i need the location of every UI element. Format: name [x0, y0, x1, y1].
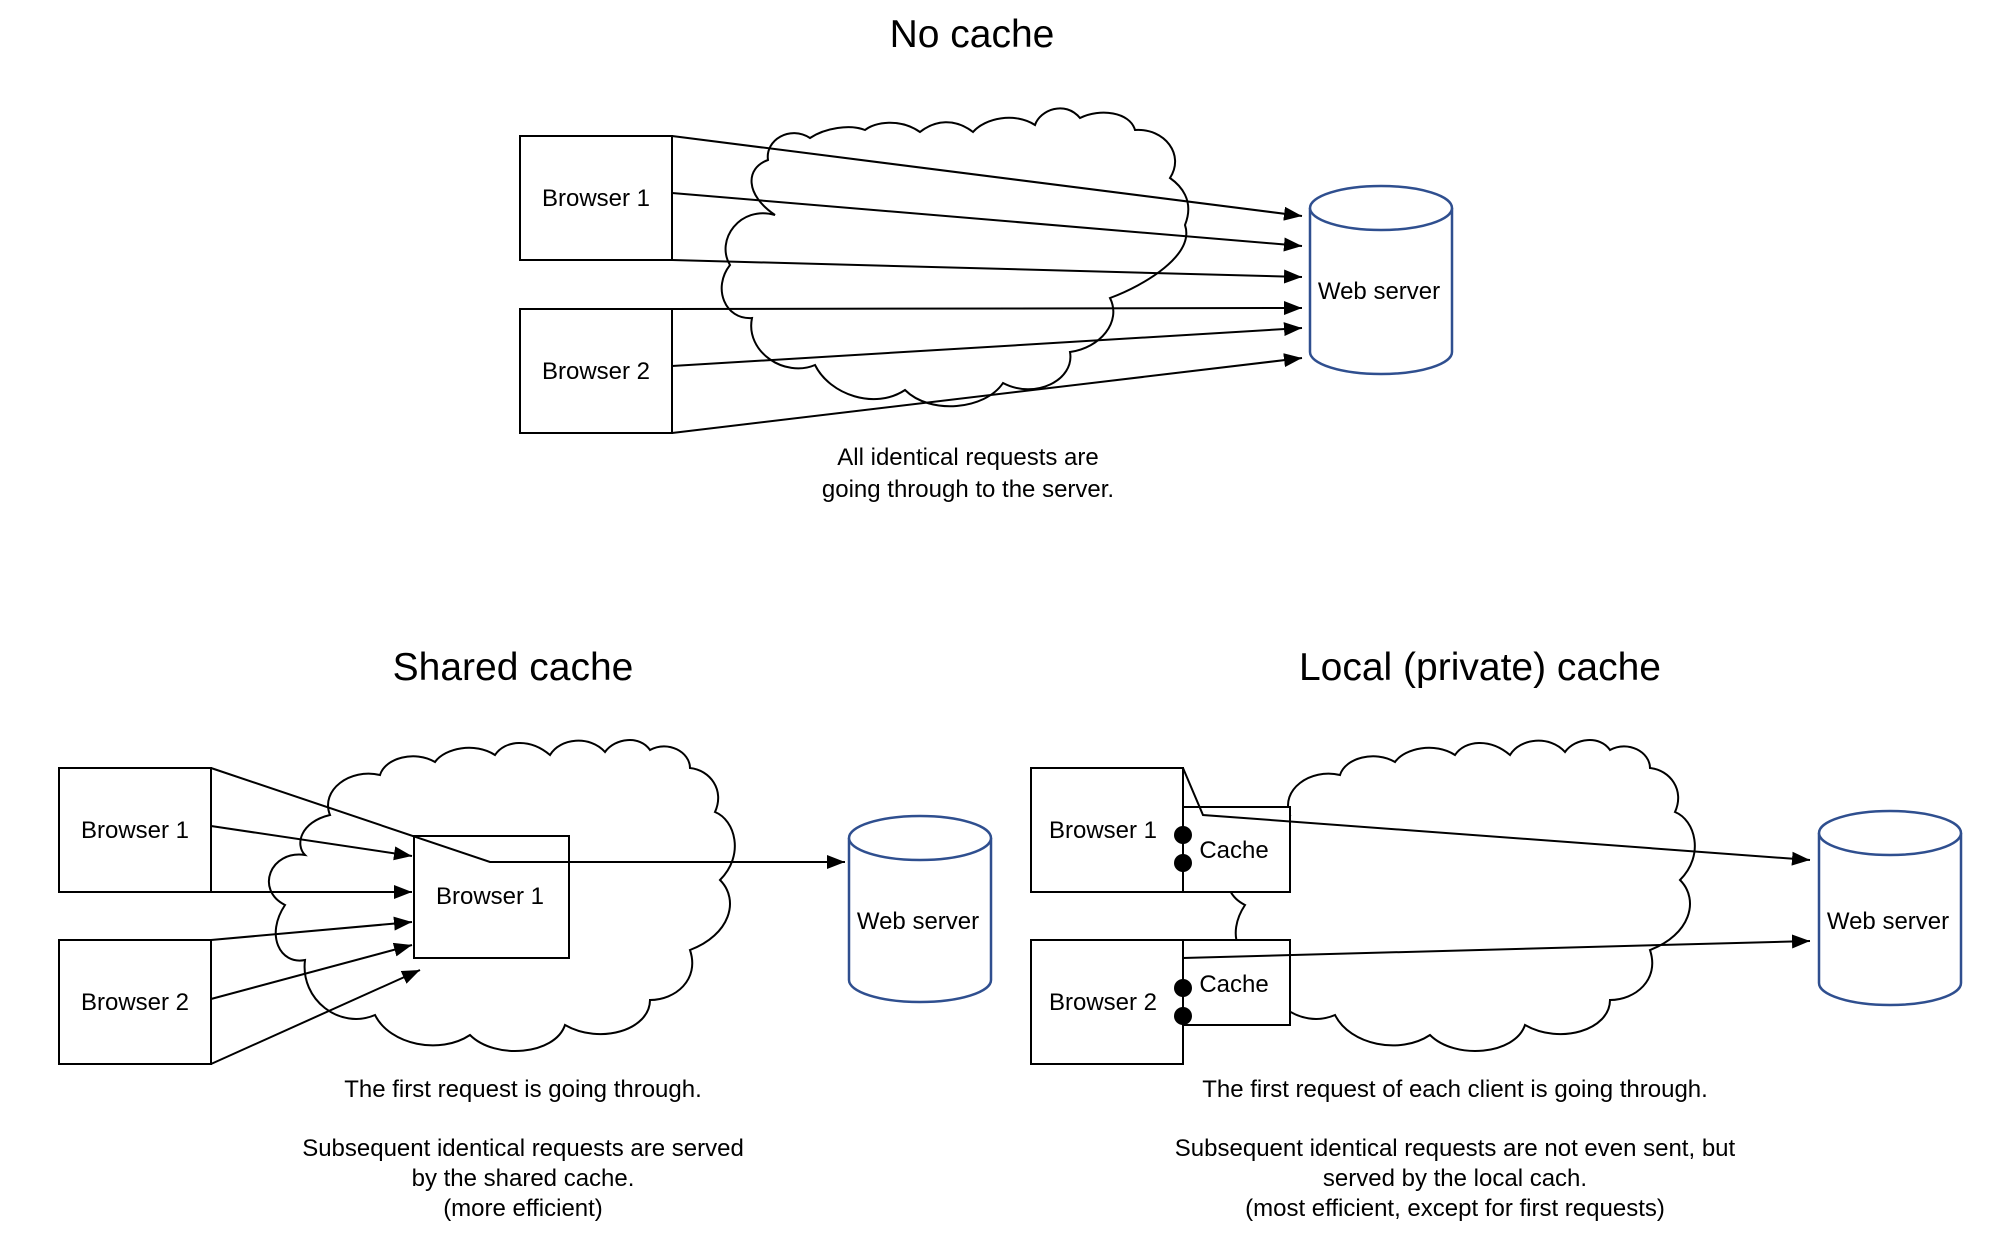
- request-arrow: [210, 969, 421, 1065]
- connector-dot: [1174, 979, 1192, 997]
- browser-1-box: [519, 135, 673, 261]
- panel-shared-cache: Shared cache Browser 1 Browser 2 Browser…: [58, 646, 993, 1222]
- caption-line: Subsequent identical requests are served: [302, 1135, 744, 1162]
- connector-dot: [1174, 854, 1192, 872]
- request-arrow: [671, 322, 1303, 367]
- request-arrow: [210, 942, 413, 1000]
- panel-title: No cache: [890, 13, 1055, 56]
- request-arrow: [671, 259, 1303, 284]
- web-server-database: [1308, 184, 1454, 376]
- forwarded-request-line: [210, 767, 845, 869]
- network-cloud: [1226, 739, 1696, 1052]
- local-cache-label: Cache: [1199, 837, 1268, 864]
- network-cloud: [720, 107, 1190, 408]
- browser-1-box: [58, 767, 212, 893]
- local-cache-box: [1182, 939, 1291, 1026]
- web-server-label: Web server: [1318, 278, 1440, 305]
- connector-dot: [1174, 826, 1192, 844]
- request-arrows: [1182, 767, 1811, 959]
- connector-dot: [1174, 1007, 1192, 1025]
- browser-2-box: [519, 308, 673, 434]
- request-arrow: [671, 353, 1303, 434]
- caption-line: The first request is going through.: [344, 1076, 702, 1103]
- browser-1-label: Browser 1: [542, 185, 650, 212]
- local-cache-label: Cache: [1199, 971, 1268, 998]
- caption-line: Subsequent identical requests are not ev…: [1175, 1135, 1736, 1162]
- browser-2-box: [1030, 939, 1184, 1065]
- web-server-database: [1817, 809, 1963, 1007]
- forwarded-request-line: [1182, 934, 1811, 959]
- web-server-database: [847, 814, 993, 1004]
- caption-line: All identical requests are: [837, 444, 1098, 471]
- request-arrows: [210, 767, 845, 1065]
- caption-line: (most efficient, except for first reques…: [1245, 1195, 1665, 1222]
- panel-title: Shared cache: [393, 646, 634, 689]
- web-server-label: Web server: [857, 908, 979, 935]
- browser-2-label: Browser 2: [542, 358, 650, 385]
- browser-2-label: Browser 2: [1049, 989, 1157, 1016]
- browser-1-label: Browser 1: [81, 817, 189, 844]
- caption-line: going through to the server.: [822, 476, 1114, 503]
- local-cache-box: [1182, 806, 1291, 893]
- browser-1-box: [1030, 767, 1184, 893]
- caption-line: The first request of each client is goin…: [1202, 1076, 1708, 1103]
- forwarded-request-line: [1182, 767, 1811, 866]
- panel-local-cache: Local (private) cache Browser 1 Browser …: [1030, 646, 1963, 1222]
- panel-title: Local (private) cache: [1299, 646, 1661, 689]
- request-arrow: [210, 825, 413, 861]
- web-server-label: Web server: [1827, 908, 1949, 935]
- request-arrow: [671, 301, 1303, 316]
- browser-2-box: [58, 939, 212, 1065]
- browser-2-label: Browser 2: [81, 989, 189, 1016]
- request-arrow: [671, 192, 1303, 252]
- panel-no-cache: No cache Browser 1 Browser 2 Web server …: [519, 13, 1454, 503]
- request-arrow: [210, 916, 413, 941]
- shared-cache-label: Browser 1: [436, 883, 544, 910]
- caption-line: served by the local cach.: [1323, 1165, 1587, 1192]
- shared-cache-box: [413, 835, 570, 959]
- request-arrows: [671, 135, 1303, 434]
- browser-1-label: Browser 1: [1049, 817, 1157, 844]
- caption-line: by the shared cache.: [412, 1165, 635, 1192]
- caption-line: (more efficient): [443, 1195, 603, 1222]
- request-arrow: [671, 135, 1303, 221]
